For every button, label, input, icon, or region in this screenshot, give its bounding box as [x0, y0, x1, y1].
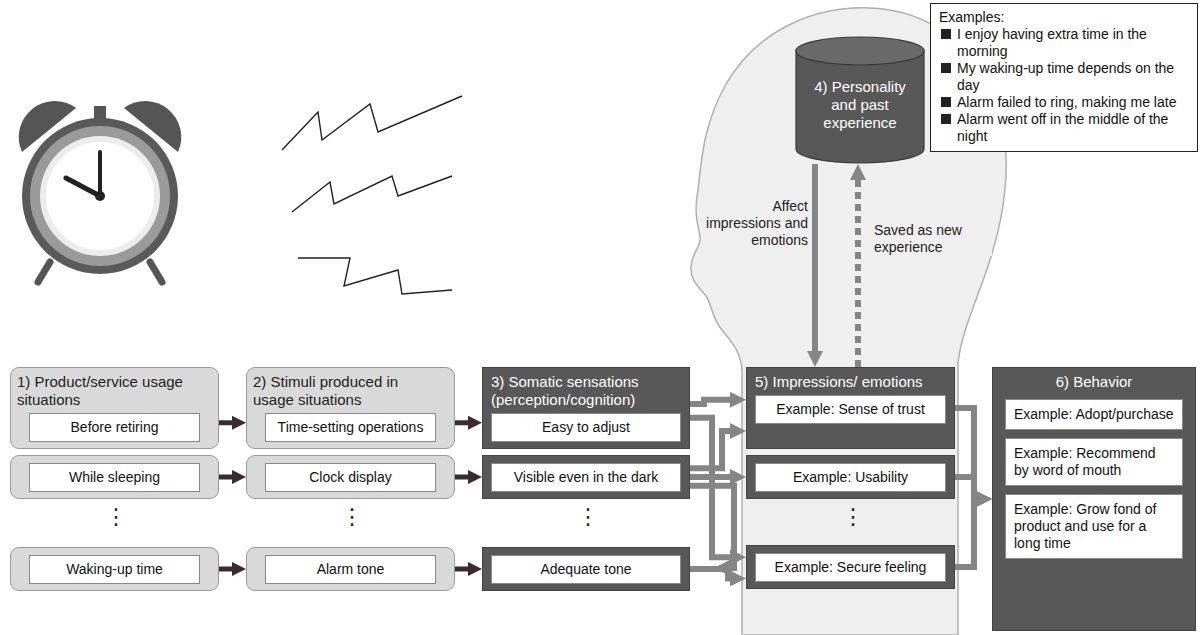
flow-arrow [690, 569, 730, 578]
example-item: Alarm failed to ring, making me late [939, 94, 1189, 111]
flow-arrow [955, 477, 976, 499]
bullet-square [941, 29, 951, 39]
box-text: Before retiring [36, 419, 193, 436]
box-text: Visible even in the dark [498, 469, 674, 486]
example-item: I enjoy having extra time in the morning [939, 26, 1189, 60]
stage-heading: 6) Behavior [1001, 373, 1187, 391]
box-text: 4) Personality and past experience [805, 78, 915, 132]
example-box: Example: Sense of trust [755, 395, 946, 424]
example-box: Example: Usability [755, 463, 946, 492]
alarm-clock [19, 101, 181, 282]
stage-heading: 2) Stimuli produced in usage situations [253, 373, 436, 409]
flow-arrow [455, 475, 468, 480]
example-item: My waking-up time depends on the day [939, 60, 1189, 94]
stage-box: Adequate tone [482, 547, 690, 591]
flow-arrow [219, 420, 232, 425]
examples-box: Examples:I enjoy having extra time in th… [930, 3, 1198, 152]
ellipsis-mark: ⋮ [341, 502, 363, 532]
box-text: Example: Recommend by word of mouth [1014, 445, 1174, 479]
box-text: Example: Secure feeling [762, 559, 939, 576]
example-box: Easy to adjust [491, 413, 681, 442]
stage-box: Waking-up time [10, 547, 219, 591]
stage-box: Visible even in the dark [482, 455, 690, 499]
bullet-square [941, 63, 951, 73]
example-box: Example: Grow fond of product and use fo… [1005, 494, 1183, 559]
example-box: Adequate tone [491, 555, 681, 584]
stage-box: Clock display [246, 455, 455, 499]
ellipsis-mark: ⋮ [842, 502, 864, 532]
box-text: Example: Sense of trust [762, 401, 939, 418]
flow-arrow [690, 474, 730, 480]
flow-arrow [455, 420, 468, 425]
stage-box: Example: Usability [746, 455, 955, 499]
box-text: Example: Usability [762, 469, 939, 486]
example-box: Clock display [265, 463, 436, 492]
stage-heading: 5) Impressions/ emotions [755, 373, 946, 391]
arrow-label: Saved as new experience [874, 222, 992, 256]
example-box: Example: Secure feeling [755, 553, 946, 582]
stage-heading: 3) Somatic sensations (perception/cognit… [491, 373, 681, 409]
box-text: Waking-up time [36, 561, 193, 578]
feedback-arrow [855, 180, 861, 367]
flow-arrow [955, 499, 976, 567]
sound-zigzags [282, 96, 462, 294]
stage-box: 1) Product/service usage situationsBefor… [10, 367, 219, 449]
ellipsis-mark: ⋮ [105, 502, 127, 532]
stage-box: Example: Secure feeling [746, 545, 955, 589]
example-box: While sleeping [29, 463, 200, 492]
flow-arrow [219, 567, 232, 572]
box-text: Alarm tone [272, 561, 429, 578]
ellipsis-mark: ⋮ [577, 502, 599, 532]
stage-box: 3) Somatic sensations (perception/cognit… [482, 367, 690, 449]
box-text: Clock display [272, 469, 429, 486]
stage-box: Alarm tone [246, 547, 455, 591]
box-text: Easy to adjust [498, 419, 674, 436]
flow-arrow [455, 567, 468, 572]
stage-box: 6) BehaviorExample: Adopt/purchaseExampl… [992, 367, 1196, 631]
box-text: Example: Adopt/purchase [1014, 406, 1174, 423]
examples-heading: Examples: [939, 9, 1189, 26]
flow-arrow [219, 475, 232, 480]
example-box: Time-setting operations [265, 413, 436, 442]
box-text: Time-setting operations [272, 419, 429, 436]
example-box: Waking-up time [29, 555, 200, 584]
flow-arrow [812, 164, 818, 351]
example-item: Alarm went off in the middle of the nigh… [939, 111, 1189, 145]
stage-box: While sleeping [10, 455, 219, 499]
bullet-square [941, 114, 951, 124]
bullet-square [941, 97, 951, 107]
stage-heading: 1) Product/service usage situations [17, 373, 200, 409]
flow-arrow [690, 431, 730, 468]
example-box: Visible even in the dark [491, 463, 681, 492]
example-box: Example: Adopt/purchase [1005, 399, 1183, 430]
flow-arrow [690, 400, 730, 404]
example-box: Alarm tone [265, 555, 436, 584]
stage-box: 2) Stimuli produced in usage situationsT… [246, 367, 455, 449]
box-text: Example: Grow fond of product and use fo… [1014, 501, 1174, 552]
arrow-label: Affect impressions and emotions [702, 198, 808, 249]
example-box: Before retiring [29, 413, 200, 442]
example-box: Example: Recommend by word of mouth [1005, 438, 1183, 486]
flow-arrow [690, 486, 734, 568]
flow-arrow [955, 408, 976, 499]
stage-box: 5) Impressions/ emotionsExample: Sense o… [746, 367, 955, 449]
memory-cylinder: 4) Personality and past experience [795, 36, 925, 164]
box-text: Adequate tone [498, 561, 674, 578]
box-text: While sleeping [36, 469, 193, 486]
